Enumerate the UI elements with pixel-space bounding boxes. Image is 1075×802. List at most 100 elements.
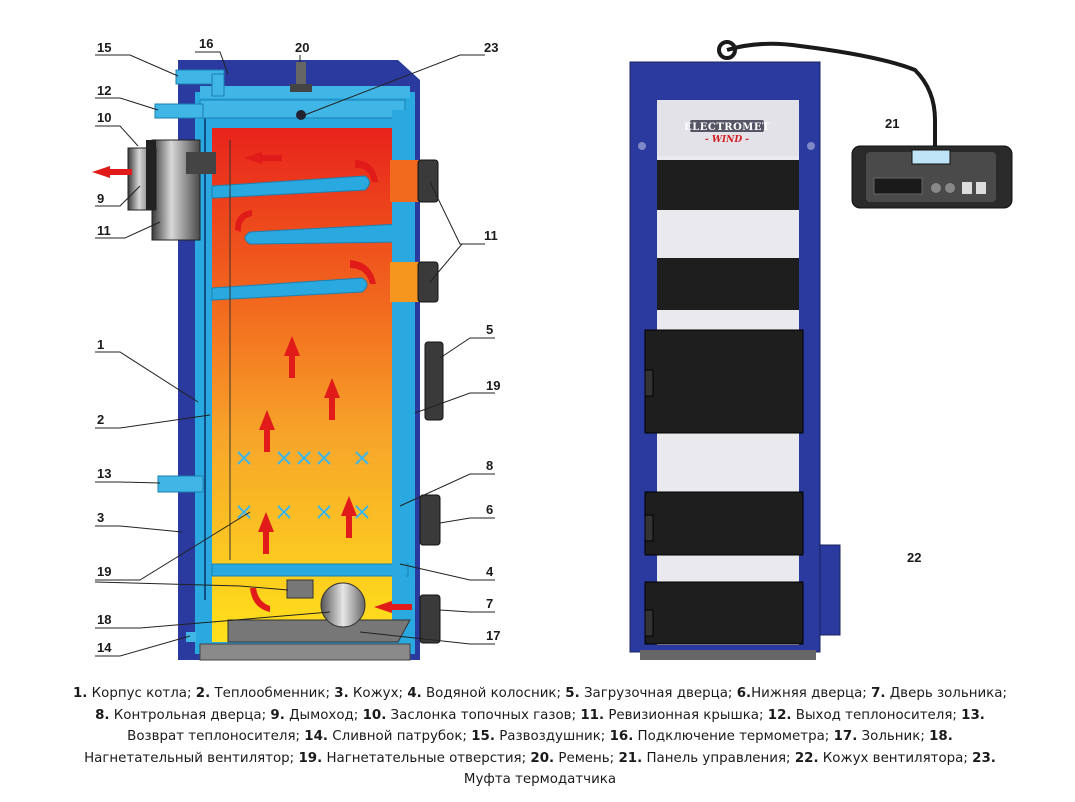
boiler-diagram: 15 16 20 23 12 10 9 11 11 5 1 19 2 13 8 … bbox=[92, 36, 1013, 661]
legend-text: Водяной колосник; bbox=[421, 686, 562, 701]
legend-item: 8. Контрольная дверца; bbox=[95, 708, 266, 723]
legend-num: 16. bbox=[609, 729, 634, 744]
label-13: 13 bbox=[97, 466, 111, 481]
fan-housing bbox=[819, 544, 841, 636]
legend-item: 12. Выход теплоносителя; bbox=[768, 708, 957, 723]
legend-text: Загрузочная дверца; bbox=[579, 686, 733, 701]
legend-text: Возврат теплоносителя; bbox=[127, 729, 301, 744]
legend-text: Подключение термометра; bbox=[633, 729, 830, 744]
legend-item: 20. Ремень; bbox=[530, 751, 614, 766]
legend-num: 8. bbox=[95, 707, 110, 723]
legend-num: 5. bbox=[565, 686, 580, 701]
revision-cover-1 bbox=[657, 160, 799, 210]
label-1: 1 bbox=[97, 337, 104, 352]
legend-text: Контрольная дверца; bbox=[109, 707, 267, 723]
label-21: 21 bbox=[885, 116, 899, 131]
legend-text: Ревизионная крышка; bbox=[604, 707, 764, 723]
legend-item: 17. Зольник; bbox=[834, 729, 925, 744]
legend-num: 13. bbox=[961, 707, 985, 723]
legend-item: 7. Дверь зольника; bbox=[871, 686, 1007, 701]
label-5: 5 bbox=[486, 322, 493, 337]
legend-num: 9. bbox=[270, 707, 285, 723]
legend-text: Теплообменник; bbox=[210, 686, 330, 701]
drain-pipe bbox=[186, 632, 196, 642]
legend-num: 18. bbox=[929, 729, 953, 744]
ash-pan bbox=[227, 619, 411, 643]
chimney bbox=[127, 139, 216, 241]
label-9: 9 bbox=[97, 191, 104, 206]
legend-text: Дымоход; bbox=[284, 707, 359, 723]
nozzles bbox=[237, 451, 369, 519]
legend-text: Развоздушник; bbox=[494, 729, 606, 744]
label-3: 3 bbox=[97, 510, 104, 525]
legend-item: 1. Корпус котла; bbox=[73, 686, 192, 701]
side-doors bbox=[417, 159, 444, 644]
label-8: 8 bbox=[486, 458, 493, 473]
water-grate bbox=[211, 563, 409, 577]
legend-item: 16. Подключение термометра; bbox=[610, 729, 830, 744]
legend-text: Дверь зольника; bbox=[885, 686, 1007, 701]
legend-num: 1. bbox=[72, 686, 88, 701]
part-labels: 15 16 20 23 12 10 9 11 11 5 1 19 2 13 8 … bbox=[97, 36, 921, 655]
legend-item: 5. Загрузочная дверца; bbox=[565, 686, 732, 701]
legend-num: 14. bbox=[304, 729, 329, 744]
legend-num: 3. bbox=[334, 686, 349, 701]
label-20: 20 bbox=[295, 40, 309, 55]
label-17: 17 bbox=[486, 628, 500, 643]
label-16: 16 bbox=[199, 36, 213, 51]
legend-item: 19. Нагнетательные отверстия; bbox=[298, 751, 526, 766]
legend-num: 12. bbox=[767, 707, 792, 723]
label-7: 7 bbox=[486, 596, 493, 611]
legend-num: 2. bbox=[195, 686, 211, 701]
legend-text: Зольник; bbox=[857, 729, 925, 744]
legend-num: 15. bbox=[471, 729, 495, 744]
legend-num: 19. bbox=[298, 750, 323, 766]
belt bbox=[296, 62, 306, 90]
legend-item: 22. Кожух вентилятора; bbox=[795, 751, 968, 766]
legend-num: 4. bbox=[407, 686, 422, 701]
legend-text: Выход теплоносителя; bbox=[791, 707, 957, 723]
thermo-sensor-socket bbox=[296, 110, 306, 120]
flow-arrows bbox=[92, 152, 412, 613]
legend-text: Панель управления; bbox=[642, 750, 791, 766]
label-15: 15 bbox=[97, 40, 111, 55]
outlet-pipe bbox=[154, 103, 204, 119]
legend-text: Корпус котла; bbox=[87, 686, 192, 701]
legend-text: Нижняя дверца; bbox=[751, 686, 867, 701]
legend-item: 4. Водяной колосник; bbox=[407, 686, 561, 701]
label-23: 23 bbox=[484, 40, 498, 55]
legend-item: 13. Возврат теплоносителя; bbox=[127, 708, 985, 745]
legend-item: 6.Нижняя дверца; bbox=[737, 686, 867, 701]
legend-num: 23. bbox=[972, 750, 996, 766]
label-22: 22 bbox=[907, 550, 921, 565]
revision-cover-2 bbox=[657, 258, 799, 310]
brand-name: ELECTROMET bbox=[684, 122, 770, 133]
label-10: 10 bbox=[97, 110, 111, 125]
legend-num: 6. bbox=[736, 686, 752, 701]
legend-item: 14. Сливной патрубок; bbox=[304, 729, 467, 744]
legend-text: Муфта термодатчика bbox=[463, 772, 617, 787]
legend-num: 11. bbox=[580, 707, 605, 723]
loading-door bbox=[644, 329, 804, 434]
label-18: 18 bbox=[97, 612, 111, 627]
label-4: 4 bbox=[486, 564, 494, 579]
legend-text: Заслонка топочных газов; bbox=[386, 707, 577, 723]
label-11-left: 11 bbox=[97, 223, 111, 238]
legend-item: 2. Теплообменник; bbox=[196, 686, 330, 701]
boiler-cross-section bbox=[92, 60, 444, 661]
return-pipe bbox=[157, 475, 204, 493]
legend-num: 21. bbox=[618, 750, 643, 766]
legend-num: 7. bbox=[871, 686, 886, 701]
legend-item: 15. Развоздушник; bbox=[471, 729, 605, 744]
legend-text: Кожух вентилятора; bbox=[818, 750, 968, 766]
legend-num: 20. bbox=[530, 750, 555, 766]
legend-text: Кожух; bbox=[348, 686, 404, 701]
legend-item: 18. Нагнетательный вентилятор; bbox=[84, 729, 953, 766]
legend-text: Сливной патрубок; bbox=[328, 729, 467, 744]
legend-num: 17. bbox=[833, 729, 858, 744]
label-2: 2 bbox=[97, 412, 104, 427]
legend-text: Нагнетательные отверстия; bbox=[322, 750, 527, 766]
control-panel bbox=[717, 40, 1013, 209]
legend-num: 10. bbox=[362, 707, 387, 723]
label-12: 12 bbox=[97, 83, 111, 98]
